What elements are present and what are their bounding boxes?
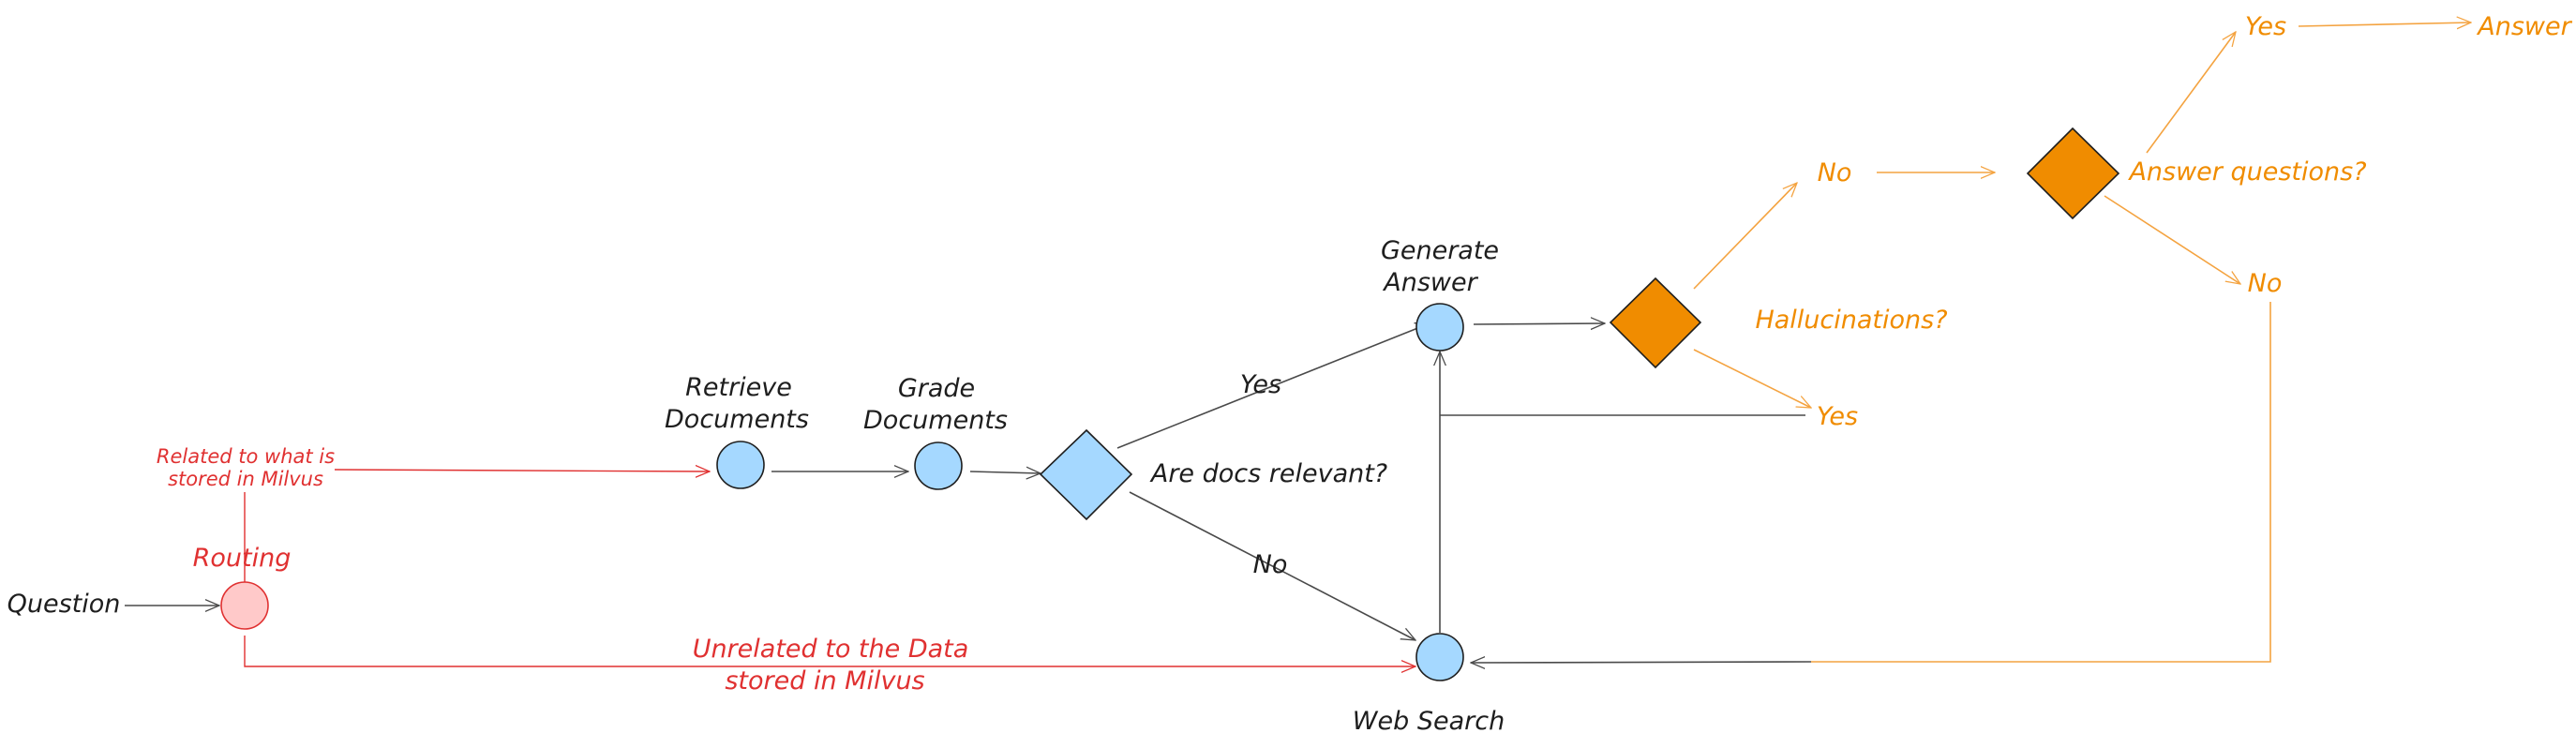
hallucinations-decision[interactable] <box>1609 277 1702 369</box>
edge-related-to-retrieve <box>334 470 710 471</box>
no-relevant-label: No <box>1253 550 1288 579</box>
edge-decision-no-to-websearch <box>1129 491 1415 640</box>
docs-relevant-decision[interactable] <box>1039 428 1133 521</box>
hallucinations-label: Hallucinations? <box>1755 306 1947 335</box>
generate-label-line2: Answer <box>1382 268 1478 297</box>
yes-hallucination-label: Yes <box>1817 402 1858 431</box>
answer-questions-label: Answer questions? <box>2127 157 2366 187</box>
edge-answer-questions-to-no <box>2104 195 2240 284</box>
related-label-line1: Related to what is <box>157 445 335 468</box>
generate-answer-node[interactable] <box>1415 303 1464 352</box>
retrieve-label-line1: Retrieve <box>685 373 792 402</box>
unrelated-label-line2: stored in Milvus <box>725 666 924 696</box>
edge-no-back-to-websearch-black <box>1471 662 1812 663</box>
edge-grade-to-decision <box>969 471 1041 473</box>
retrieve-documents-node[interactable] <box>716 441 765 489</box>
web-search-node[interactable] <box>1415 633 1464 681</box>
question-label: Question <box>7 590 121 619</box>
edge-generate-to-hallucinations <box>1473 323 1605 324</box>
edge-no-back-to-websearch-orange <box>1811 302 2271 663</box>
yes-answer-label: Yes <box>2245 12 2286 41</box>
grade-label-line1: Grade <box>898 374 975 403</box>
grade-documents-node[interactable] <box>914 441 963 490</box>
edge-hallucinations-to-yes <box>1693 349 1811 408</box>
no-answer-label: No <box>2248 269 2283 298</box>
edge-answer-questions-to-yes <box>2146 32 2236 154</box>
docs-relevant-label: Are docs relevant? <box>1149 459 1387 488</box>
related-label-line2: stored in Milvus <box>168 468 323 490</box>
yes-relevant-label: Yes <box>1240 370 1281 399</box>
answer-questions-decision[interactable] <box>2026 127 2120 220</box>
generate-label-line1: Generate <box>1381 236 1499 265</box>
edge-routing-to-websearch <box>244 636 1415 666</box>
edge-decision-yes-to-generate <box>1116 323 1430 449</box>
routing-node[interactable] <box>220 581 269 630</box>
edge-yes-to-answer <box>2298 22 2471 26</box>
retrieve-label-line2: Documents <box>665 405 809 434</box>
grade-label-line2: Documents <box>863 406 1008 435</box>
edge-hallucinations-to-no <box>1693 183 1797 290</box>
routing-label: Routing <box>193 544 292 573</box>
no-hallucination-label: No <box>1818 158 1852 187</box>
web-search-label: Web Search <box>1353 707 1505 736</box>
unrelated-label-line1: Unrelated to the Data <box>693 635 969 664</box>
answer-label: Answer <box>2476 12 2572 41</box>
